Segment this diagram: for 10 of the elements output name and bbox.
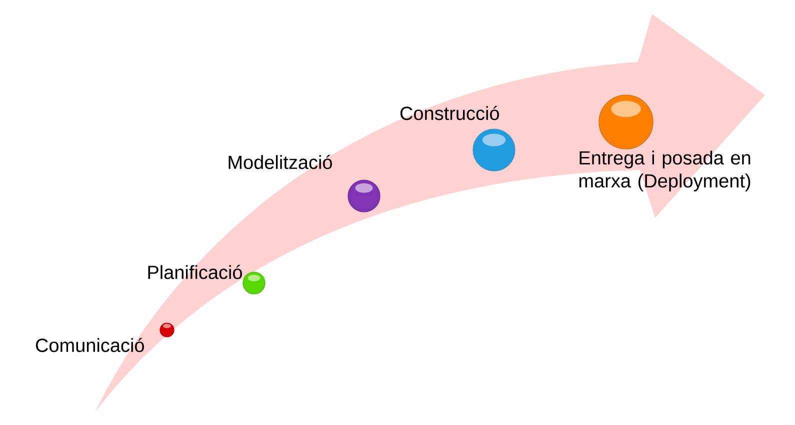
stage-label: Comunicació [36,338,144,352]
stage-label: Modelització [228,154,332,170]
stage-label: Planificació [148,264,242,280]
sphere [242,272,266,294]
sphere [160,322,174,338]
sphere [598,94,654,150]
stage-label: Entrega i posada en marxa (Deployment) [579,150,750,192]
stage-label: Construcció [400,106,499,120]
sphere [472,128,516,172]
sphere [348,180,380,212]
